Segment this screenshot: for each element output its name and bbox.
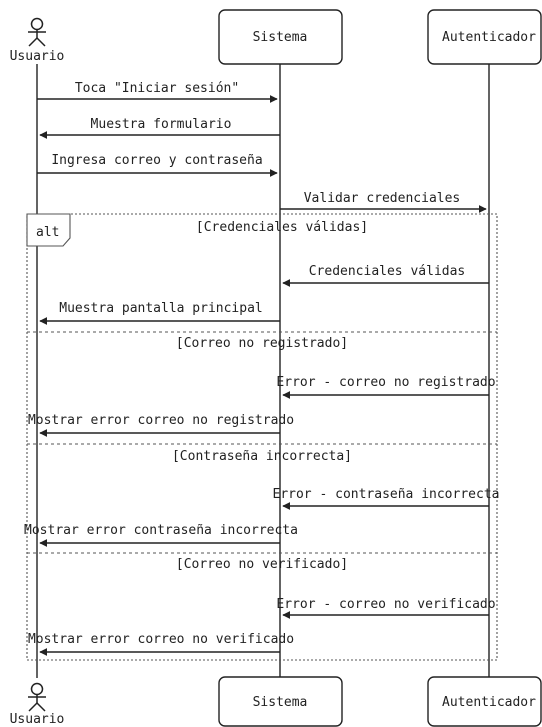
message-label: Muestra formulario [91,117,232,132]
message-label: Mostrar error contraseña incorrecta [24,523,298,538]
message: Ingresa correo y contraseña [37,153,278,177]
actor-label: Usuario [10,49,65,64]
alt-condition: [Correo no registrado] [176,336,348,351]
message-label: Toca "Iniciar sesión" [75,81,239,96]
message: Error - correo no verificado [276,597,496,619]
actor-icon [28,682,46,712]
message: Mostrar error contraseña incorrecta [24,523,298,547]
actor-label: Usuario [10,712,65,727]
participant-autenticador-top: Autenticador [427,9,542,65]
participant-autenticador-bottom: Autenticador [427,676,542,727]
participant-sistema-top: Sistema [218,9,343,65]
message-label: Error - contraseña incorrecta [273,487,500,502]
message-label: Muestra pantalla principal [59,301,263,316]
message-label: Mostrar error correo no verificado [28,632,294,647]
actor-usuario-bottom: Usuario [10,682,65,727]
alt-condition: [Credenciales válidas] [196,220,368,235]
participant-label: Autenticador [442,30,536,45]
message: Validar credenciales [280,191,487,213]
participant-label: Autenticador [442,695,536,710]
participant-label: Sistema [253,30,308,45]
message: Error - correo no registrado [276,375,496,399]
alt-keyword: alt [36,225,59,240]
actor-usuario-top: Usuario [10,17,65,64]
message: Mostrar error correo no registrado [28,413,294,437]
alt-fragment-frame [26,213,498,661]
message: Toca "Iniciar sesión" [37,81,278,103]
message-label: Mostrar error correo no registrado [28,413,294,428]
message-label: Error - correo no verificado [276,597,495,612]
message-label: Validar credenciales [304,191,461,206]
message-label: Ingresa correo y contraseña [51,153,262,168]
alt-condition: [Correo no verificado] [176,557,348,572]
message: Credenciales válidas [282,264,489,287]
alt-fragment-tab [26,213,71,247]
message-label: Error - correo no registrado [276,375,495,390]
message: Muestra formulario [39,117,280,139]
message: Mostrar error correo no verificado [28,632,294,656]
participant-label: Sistema [253,695,308,710]
participant-sistema-bottom: Sistema [218,676,343,727]
message: Error - contraseña incorrecta [273,487,500,510]
message: Muestra pantalla principal [39,301,280,325]
alt-condition: [Contraseña incorrecta] [172,449,352,464]
actor-icon [28,17,46,47]
message-label: Credenciales válidas [309,264,466,279]
